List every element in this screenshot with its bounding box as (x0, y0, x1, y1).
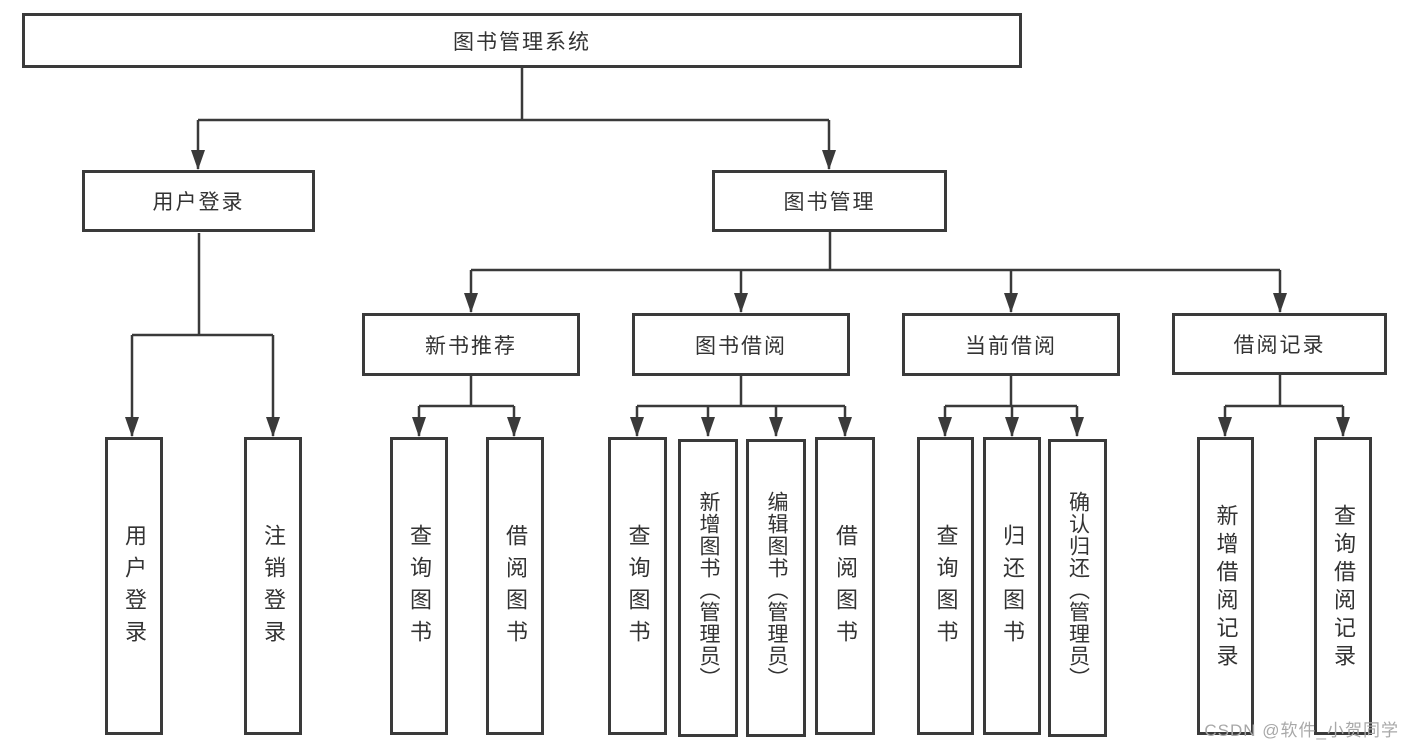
new-book-recommend-branch (412, 376, 521, 437)
leaf-borrow-books-2-label: 借阅图书 (833, 524, 858, 652)
leaf-return-books-label: 归还图书 (1000, 524, 1025, 652)
leaf-borrow-books-1-label: 借阅图书 (503, 524, 528, 652)
leaf-query-books-1: 查询图书 (390, 437, 448, 735)
csdn-watermark: CSDN @软件_小贺同学 (1204, 721, 1399, 740)
leaf-return-books: 归还图书 (983, 437, 1041, 735)
current-borrowing-branch (938, 376, 1084, 437)
root-branch (191, 68, 836, 170)
node-root-label: 图书管理系统 (453, 30, 591, 54)
user-login-branch (125, 233, 280, 437)
node-borrowing-records: 借阅记录 (1172, 313, 1387, 375)
leaf-borrow-books-2: 借阅图书 (815, 437, 875, 735)
leaf-borrow-books-1: 借阅图书 (486, 437, 544, 735)
leaf-logout-label: 注销登录 (261, 524, 286, 652)
leaf-add-borrow-record: 新增借阅记录 (1197, 437, 1254, 735)
node-user-login-label: 用户登录 (152, 191, 245, 214)
leaf-add-borrow-record-label: 新增借阅记录 (1213, 504, 1239, 672)
node-book-management: 图书管理 (712, 170, 947, 232)
node-book-borrowing-label: 图书借阅 (695, 334, 787, 358)
node-borrowing-records-label: 借阅记录 (1233, 334, 1326, 357)
node-current-borrowing-label: 当前借阅 (965, 334, 1057, 358)
leaf-query-books-2: 查询图书 (608, 437, 667, 735)
node-user-login: 用户登录 (82, 170, 315, 232)
leaf-edit-books-admin-label: 编辑图书（管理员） (765, 491, 788, 689)
node-current-borrowing: 当前借阅 (902, 313, 1120, 376)
leaf-user-login-label: 用户登录 (122, 524, 147, 652)
leaf-user-login: 用户登录 (105, 437, 163, 735)
node-book-management-label: 图书管理 (783, 191, 876, 214)
leaf-logout: 注销登录 (244, 437, 302, 735)
node-new-book-recommend-label: 新书推荐 (425, 334, 517, 358)
leaf-query-books-3: 查询图书 (917, 437, 974, 735)
leaf-edit-books-admin: 编辑图书（管理员） (746, 439, 806, 737)
node-book-borrowing: 图书借阅 (632, 313, 850, 376)
node-root: 图书管理系统 (22, 13, 1022, 68)
book-borrowing-branch (630, 376, 852, 437)
leaf-query-borrow-record: 查询借阅记录 (1314, 437, 1372, 735)
node-new-book-recommend: 新书推荐 (362, 313, 580, 376)
leaf-add-books-admin-label: 新增图书（管理员） (697, 491, 720, 689)
leaf-confirm-return-admin: 确认归还（管理员） (1048, 439, 1107, 737)
leaf-query-books-2-label: 查询图书 (625, 524, 651, 652)
leaf-query-borrow-record-label: 查询借阅记录 (1331, 504, 1356, 672)
book-management-branch (464, 232, 1287, 313)
leaf-add-books-admin: 新增图书（管理员） (678, 439, 738, 737)
leaf-query-books-1-label: 查询图书 (407, 524, 432, 652)
leaf-confirm-return-admin-label: 确认归还（管理员） (1066, 491, 1090, 689)
leaf-query-books-3-label: 查询图书 (933, 524, 959, 652)
borrowing-records-branch (1218, 375, 1350, 437)
